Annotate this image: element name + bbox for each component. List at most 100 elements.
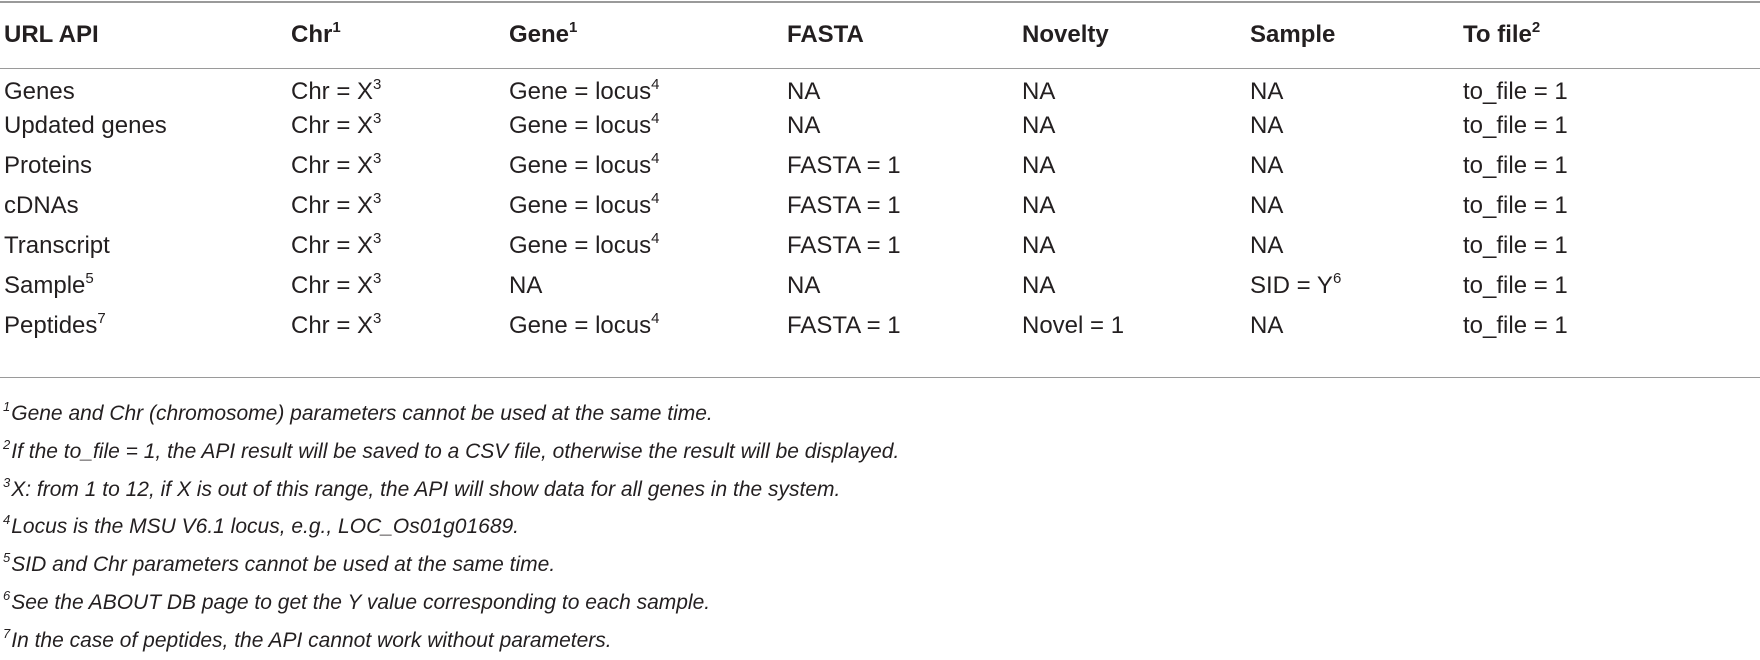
cell-gene: NA <box>509 266 787 306</box>
cell-text: to_file = 1 <box>1463 192 1568 219</box>
footnote-4: 4Locus is the MSU V6.1 locus, e.g., LOC_… <box>3 508 1753 546</box>
cell-url-api: Transcript <box>4 226 291 266</box>
cell-novelty: NA <box>1022 226 1250 266</box>
cell-text: to_file = 1 <box>1463 78 1568 105</box>
footnote-marker: 7 <box>3 625 11 641</box>
footnote-text: SID and Chr parameters cannot be used at… <box>11 553 556 577</box>
header-divider-rule <box>0 68 1760 69</box>
footnote-7: 7In the case of peptides, the API cannot… <box>3 622 1753 660</box>
cell-gene: Gene = locus4 <box>509 306 787 346</box>
cell-novelty: NA <box>1022 186 1250 226</box>
cell-text: SID = Y <box>1250 272 1333 299</box>
cell-text: Genes <box>4 78 75 105</box>
cell-text: Transcript <box>4 232 110 259</box>
footnote-text: X: from 1 to 12, if X is out of this ran… <box>11 477 841 501</box>
cell-novelty: Novel = 1 <box>1022 306 1250 346</box>
cell-text: NA <box>509 272 543 299</box>
cell-url-api: cDNAs <box>4 186 291 226</box>
url-api-table: URL API Chr1 Gene1 FASTA Novelty Sample … <box>4 10 1760 346</box>
cell-footnote-marker: 4 <box>651 230 660 247</box>
footnote-text: Locus is the MSU V6.1 locus, e.g., LOC_O… <box>11 515 520 539</box>
footnote-text: See the ABOUT DB page to get the Y value… <box>11 590 711 614</box>
cell-text: FASTA = 1 <box>787 232 901 259</box>
cell-footnote-marker: 4 <box>651 76 660 93</box>
cell-footnote-marker: 4 <box>651 150 660 167</box>
column-header-fasta: FASTA <box>787 21 864 48</box>
cell-text: Chr = X <box>291 312 374 339</box>
column-header-gene: Gene1 <box>509 19 578 48</box>
cell-chr: Chr = X3 <box>291 226 509 266</box>
cell-gene: Gene = locus4 <box>509 146 787 186</box>
cell-chr: Chr = X3 <box>291 60 509 106</box>
column-header-chr: Chr1 <box>291 19 341 48</box>
cell-text: Chr = X <box>291 272 374 299</box>
cell-text: NA <box>1022 192 1056 219</box>
cell-footnote-marker: 3 <box>373 310 382 327</box>
cell-novelty: NA <box>1022 60 1250 106</box>
cell-text: Gene = locus <box>509 192 652 219</box>
cell-text: to_file = 1 <box>1463 232 1568 259</box>
cell-text: to_file = 1 <box>1463 272 1568 299</box>
cell-text: Proteins <box>4 152 93 179</box>
cell-footnote-marker: 3 <box>373 150 382 167</box>
cell-text: NA <box>1022 112 1056 139</box>
cell-text: NA <box>1022 232 1056 259</box>
cell-text: Gene = locus <box>509 112 652 139</box>
cell-text: Peptides <box>4 312 98 339</box>
cell-text: NA <box>787 78 821 105</box>
cell-text: NA <box>1250 192 1284 219</box>
cell-fasta: FASTA = 1 <box>787 306 1022 346</box>
cell-text: Gene = locus <box>509 152 652 179</box>
cell-url-api: Updated genes <box>4 106 291 146</box>
cell-fasta: NA <box>787 266 1022 306</box>
cell-text: Gene = locus <box>509 232 652 259</box>
column-header-sample: Sample <box>1250 21 1336 48</box>
cell-text: Novel = 1 <box>1022 312 1125 339</box>
cell-chr: Chr = X3 <box>291 146 509 186</box>
cell-url-api: Peptides7 <box>4 306 291 346</box>
cell-to-file: to_file = 1 <box>1463 146 1760 186</box>
cell-gene: Gene = locus4 <box>509 226 787 266</box>
cell-text: Gene = locus <box>509 78 652 105</box>
cell-sample: NA <box>1250 186 1463 226</box>
cell-chr: Chr = X3 <box>291 306 509 346</box>
column-header-novelty: Novelty <box>1022 21 1109 48</box>
cell-fasta: FASTA = 1 <box>787 186 1022 226</box>
cell-text: Chr = X <box>291 152 374 179</box>
cell-text: Chr = X <box>291 192 374 219</box>
cell-text: NA <box>787 112 821 139</box>
cell-text: FASTA = 1 <box>787 192 901 219</box>
cell-gene: Gene = locus4 <box>509 60 787 106</box>
cell-footnote-marker: 3 <box>373 76 382 93</box>
footnotes: 1Gene and Chr (chromosome) parameters ca… <box>3 395 1753 660</box>
cell-footnote-marker: 3 <box>373 230 382 247</box>
footnote-text: In the case of peptides, the API cannot … <box>11 628 612 652</box>
cell-text: Chr = X <box>291 232 374 259</box>
cell-sample: NA <box>1250 306 1463 346</box>
cell-text: NA <box>1250 312 1284 339</box>
cell-text: Chr = X <box>291 78 374 105</box>
cell-fasta: FASTA = 1 <box>787 146 1022 186</box>
cell-text: NA <box>1250 232 1284 259</box>
footnote-2: 2If the to_file = 1, the API result will… <box>3 433 1753 471</box>
cell-text: Chr = X <box>291 112 374 139</box>
cell-footnote-marker: 3 <box>373 270 382 287</box>
cell-novelty: NA <box>1022 106 1250 146</box>
cell-novelty: NA <box>1022 266 1250 306</box>
cell-text: cDNAs <box>4 192 79 219</box>
footnote-marker: 2 <box>3 436 11 452</box>
cell-text: NA <box>1250 78 1284 105</box>
cell-chr: Chr = X3 <box>291 106 509 146</box>
cell-text: to_file = 1 <box>1463 112 1568 139</box>
cell-text: NA <box>1022 78 1056 105</box>
cell-chr: Chr = X3 <box>291 186 509 226</box>
cell-fasta: NA <box>787 60 1022 106</box>
cell-novelty: NA <box>1022 146 1250 186</box>
cell-text: Gene = locus <box>509 312 652 339</box>
